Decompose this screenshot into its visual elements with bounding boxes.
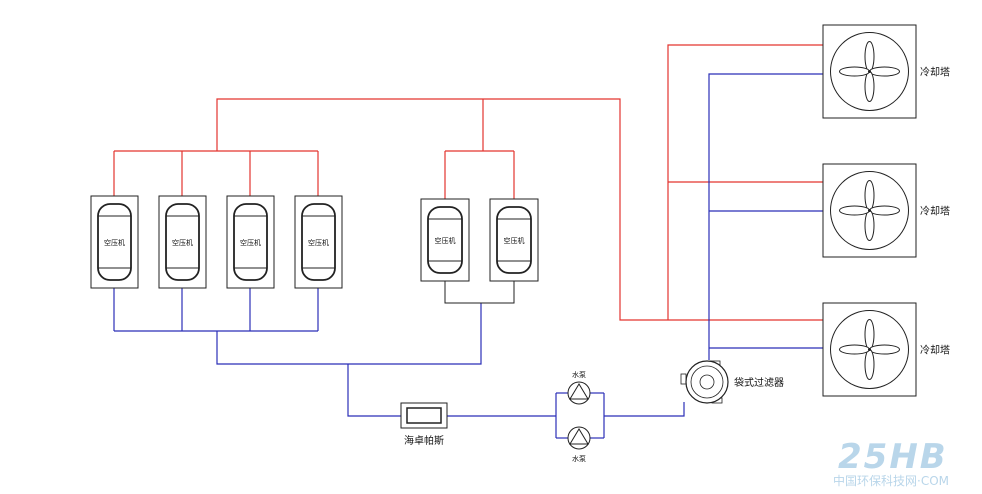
pump-icon [567, 381, 591, 405]
compressor-1: 空压机 [90, 195, 139, 289]
compressor-label: 空压机 [504, 236, 525, 245]
compressor-tank-icon [165, 203, 200, 281]
compressor-label: 空压机 [172, 238, 193, 247]
heat-exchanger-label: 海卓帕斯 [404, 434, 444, 447]
bag-filter-icon [680, 360, 729, 404]
fan-icon [830, 171, 909, 250]
compressor-label: 空压机 [308, 238, 329, 247]
cold-main-return [347, 364, 401, 417]
right-group-outlet [444, 281, 515, 304]
pump-label-bottom: 水泵 [572, 454, 586, 463]
cold-tower-riser [708, 73, 823, 360]
compressor-label: 空压机 [104, 238, 125, 247]
cooling-tower-label: 冷却塔 [920, 344, 950, 357]
pump-icon [567, 426, 591, 450]
compressor-tank-icon [97, 203, 132, 281]
hot-main-header [216, 98, 823, 321]
compressor-label: 空压机 [240, 238, 261, 247]
fan-icon [830, 32, 909, 111]
fan-icon [830, 310, 909, 389]
compressor-2: 空压机 [158, 195, 207, 289]
hot-water-piping [113, 44, 823, 321]
cooling-tower-3: 冷却塔 [822, 302, 950, 397]
pump-label-top: 水泵 [572, 370, 586, 379]
bag-filter-label: 袋式过滤器 [734, 376, 784, 389]
bag-filter: 袋式过滤器 [680, 360, 784, 404]
compressor-tank-icon [233, 203, 268, 281]
compressor-label: 空压机 [435, 236, 456, 245]
heat-exchanger: 海卓帕斯 [400, 402, 448, 447]
compressor-3: 空压机 [226, 195, 275, 289]
compressor-6: 空压机 [489, 198, 539, 282]
compressor-tank-icon [301, 203, 336, 281]
pump-top: 水泵 [567, 370, 591, 405]
cooling-tower-label: 冷却塔 [920, 66, 950, 79]
cooling-tower-1: 冷却塔 [822, 24, 950, 119]
watermark-site: 中国环保科技网·COM [833, 473, 949, 488]
compressor-tank-icon [427, 206, 463, 274]
cold-water-piping [113, 73, 823, 439]
watermark-logo: 25HB [838, 437, 948, 477]
pump-bottom: 水泵 [567, 426, 591, 463]
cooling-tower-2: 冷却塔 [822, 163, 950, 258]
compressor-5: 空压机 [420, 198, 470, 282]
cooling-tower-label: 冷却塔 [920, 205, 950, 218]
compressor-tank-icon [496, 206, 532, 274]
watermark: 25HB 中国环保科技网·COM [833, 437, 949, 488]
hot-tower-riser [667, 44, 823, 320]
compressor-4: 空压机 [294, 195, 343, 289]
compressor-units: 空压机 空压机 空压机 空压机 空压机 空压机 [90, 195, 539, 289]
